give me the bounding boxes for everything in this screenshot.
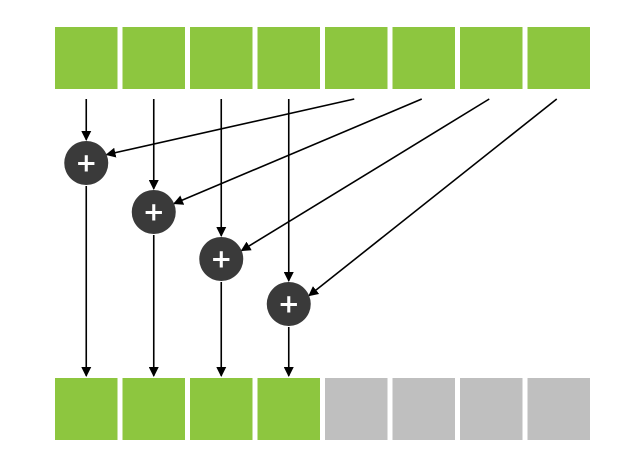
plus-circle-icon: + — [199, 237, 244, 281]
arrow-diagonal-4 — [308, 98, 558, 297]
output-cell-1 — [55, 378, 118, 440]
output-cell-6 — [392, 378, 455, 440]
input-row — [55, 27, 590, 89]
adder-symbol: + — [75, 149, 97, 179]
adder-layer: + + + + — [64, 141, 311, 326]
plus-circle-icon: + — [131, 190, 176, 234]
output-cell-3 — [190, 378, 253, 440]
plus-circle-icon: + — [64, 141, 109, 185]
arrow-layer — [81, 98, 558, 377]
input-cell-6 — [392, 27, 455, 89]
input-cell-1 — [55, 27, 118, 89]
output-cell-7 — [460, 378, 523, 440]
output-row — [55, 378, 590, 440]
input-cell-3 — [190, 27, 253, 89]
input-cell-7 — [460, 27, 523, 89]
input-cell-2 — [122, 27, 185, 89]
arrow-diagonal-3 — [240, 98, 490, 252]
input-cell-8 — [527, 27, 590, 89]
output-cell-2 — [122, 378, 185, 440]
arrow-diagonal-1 — [105, 98, 355, 158]
adder-symbol: + — [143, 198, 165, 228]
input-cell-4 — [257, 27, 320, 89]
arrow-diagonal-2 — [173, 98, 423, 205]
output-cell-8 — [527, 378, 590, 440]
output-cell-5 — [325, 378, 388, 440]
input-cell-5 — [325, 27, 388, 89]
plus-circle-icon: + — [266, 282, 311, 326]
adder-symbol: + — [210, 245, 232, 275]
adder-symbol: + — [278, 290, 300, 320]
output-cell-4 — [257, 378, 320, 440]
